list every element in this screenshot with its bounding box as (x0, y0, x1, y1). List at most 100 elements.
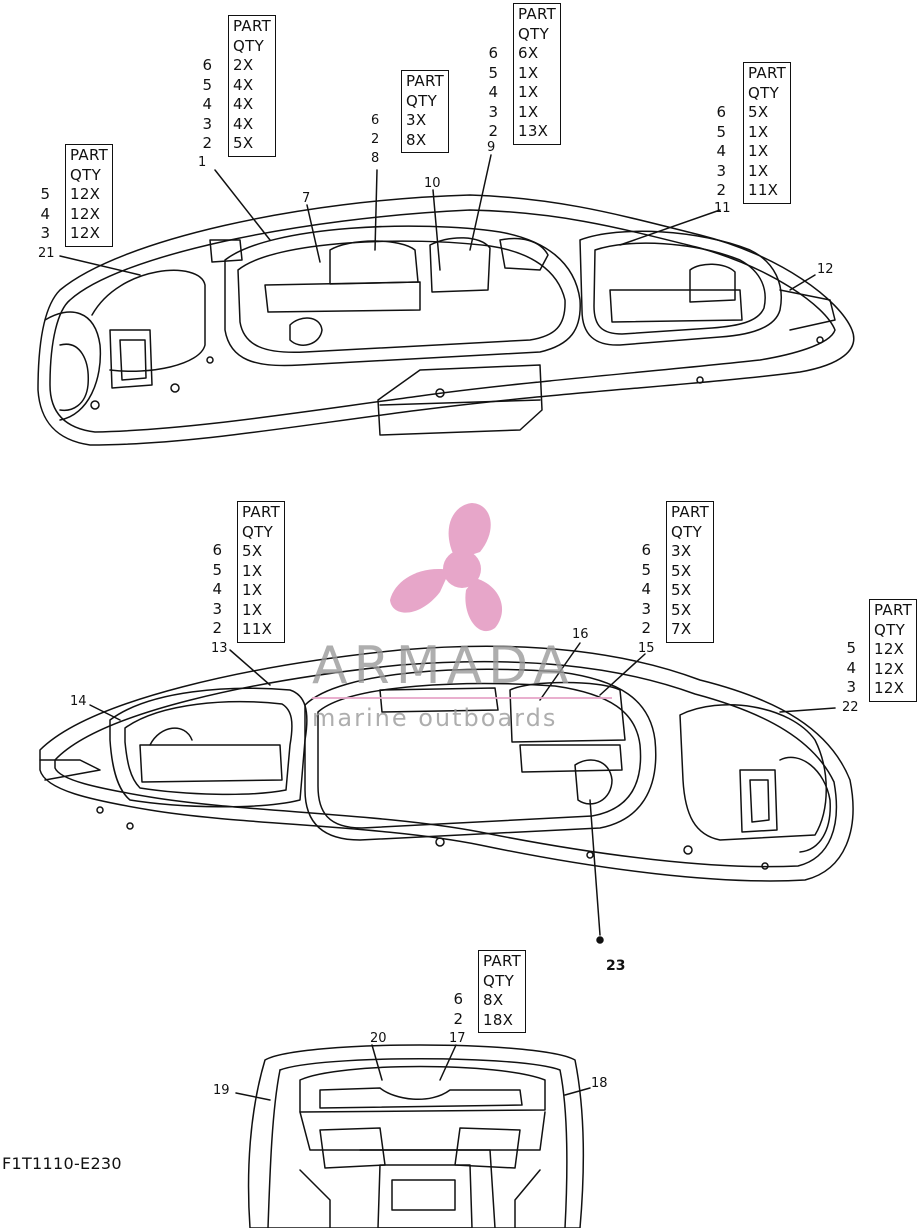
table-key: 4 (202, 95, 212, 113)
table-header: PART (242, 503, 281, 521)
table-header: QTY (406, 91, 438, 110)
table-qty: 12X (874, 640, 905, 658)
table-key: 5 (846, 639, 856, 657)
part-qty-table-h: PART QTY 12X 12X 12X (869, 599, 918, 702)
table-qty: 5X (233, 134, 254, 152)
table-qty: 3X (671, 542, 692, 560)
table-header: QTY (748, 83, 780, 102)
callout-label: 13 (211, 641, 228, 656)
callout-label: 12 (817, 262, 834, 277)
table-header: QTY (671, 522, 703, 541)
table-d-keys: 6 5 4 3 2 (478, 44, 498, 142)
table-header: QTY (874, 620, 906, 639)
table-header: PART (233, 17, 272, 35)
table-qty: 18X (483, 1010, 514, 1029)
table-qty: 1X (518, 83, 539, 101)
table-key: 2 (212, 619, 222, 637)
table-qty: 1X (518, 63, 539, 82)
table-g-keys: 6 5 4 3 2 (631, 541, 651, 639)
part-qty-table-b: PART QTY 2X 4X 4X 4X 5X (228, 15, 277, 157)
table-key: 3 (846, 678, 856, 696)
callout-label: 11 (714, 201, 731, 216)
table-key: 3 (40, 224, 50, 242)
callout-label: 16 (572, 627, 589, 642)
watermark-underline (312, 697, 612, 699)
table-e-keys: 6 5 4 3 2 (706, 103, 726, 201)
callout-label: 20 (370, 1031, 387, 1046)
table-qty: 1X (242, 581, 263, 599)
part-qty-table-d: PART QTY 6X 1X 1X 1X 13X (513, 3, 562, 145)
figure-code: F1T1110-E230 (2, 1154, 122, 1173)
table-qty: 8X (406, 130, 427, 149)
table-key: 5 (212, 560, 222, 579)
table-key: 4 (641, 580, 651, 598)
watermark-tagline: marine outboards (312, 704, 558, 732)
table-key: 5 (488, 63, 498, 82)
table-qty: 3X (406, 111, 427, 129)
table-header: QTY (233, 36, 265, 55)
table-key: 2 (716, 181, 726, 199)
table-qty: 6X (518, 44, 539, 62)
table-key: 3 (212, 599, 222, 618)
table-b-keys: 6 5 4 3 2 (192, 56, 212, 154)
table-qty: 1X (748, 161, 769, 180)
table-qty: 4X (233, 75, 254, 94)
table-key: 5 (641, 560, 651, 579)
table-header: PART (483, 952, 522, 970)
table-qty: 2X (233, 56, 254, 74)
table-header: QTY (242, 522, 274, 541)
table-key: 5 (716, 122, 726, 141)
table-key: 6 (488, 44, 498, 62)
table-key: 3 (488, 102, 498, 121)
callout-label: 14 (70, 694, 87, 709)
table-key: 6 (202, 56, 212, 74)
table-qty: 12X (874, 679, 905, 697)
table-header: PART (671, 503, 710, 521)
upper-deck-drawing (37, 154, 855, 446)
table-qty: 5X (748, 103, 769, 121)
table-qty: 13X (518, 122, 549, 140)
table-key: 4 (716, 142, 726, 160)
table-key: 5 (202, 75, 212, 94)
console-drawing (235, 1044, 591, 1228)
table-header: PART (518, 5, 557, 23)
callout-label: 17 (449, 1031, 466, 1046)
callout-label: 18 (591, 1076, 608, 1091)
callout-label: 7 (302, 191, 311, 206)
callout-label: 19 (213, 1083, 230, 1098)
callout-label: 10 (424, 176, 441, 191)
callout-label: 9 (487, 140, 496, 155)
table-key: 6 (212, 541, 222, 559)
part-qty-table-f: PART QTY 5X 1X 1X 1X 11X (237, 501, 286, 643)
table-key: 6 (716, 103, 726, 121)
table-qty: 7X (671, 620, 692, 638)
table-key: 2 (202, 134, 212, 152)
table-header: PART (70, 146, 109, 164)
callout-label: 6 (371, 113, 380, 128)
table-header: PART (748, 64, 787, 82)
table-header: PART (874, 601, 913, 619)
table-qty: 1X (242, 561, 263, 580)
callout-label: 1 (198, 155, 207, 170)
callout-label: 15 (638, 641, 655, 656)
table-qty: 8X (483, 991, 504, 1009)
part-qty-table-e: PART QTY 5X 1X 1X 1X 11X (743, 62, 792, 204)
table-qty: 12X (874, 659, 905, 678)
table-qty: 5X (671, 600, 692, 619)
propeller-logo-icon (390, 503, 503, 632)
table-f-keys: 6 5 4 3 2 (202, 541, 222, 639)
callout-label: 22 (842, 700, 859, 715)
table-key: 6 (641, 541, 651, 559)
table-qty: 5X (671, 581, 692, 599)
table-qty: 1X (518, 102, 539, 121)
table-key: 5 (40, 185, 50, 203)
table-header: QTY (483, 971, 515, 990)
part-qty-table-g: PART QTY 3X 5X 5X 5X 7X (666, 501, 715, 643)
table-key: 6 (453, 990, 463, 1008)
table-key: 2 (488, 122, 498, 140)
table-h-keys: 5 4 3 (836, 639, 856, 698)
table-header: QTY (70, 165, 102, 184)
table-qty: 1X (242, 600, 263, 619)
lower-deck-drawing (39, 642, 854, 944)
